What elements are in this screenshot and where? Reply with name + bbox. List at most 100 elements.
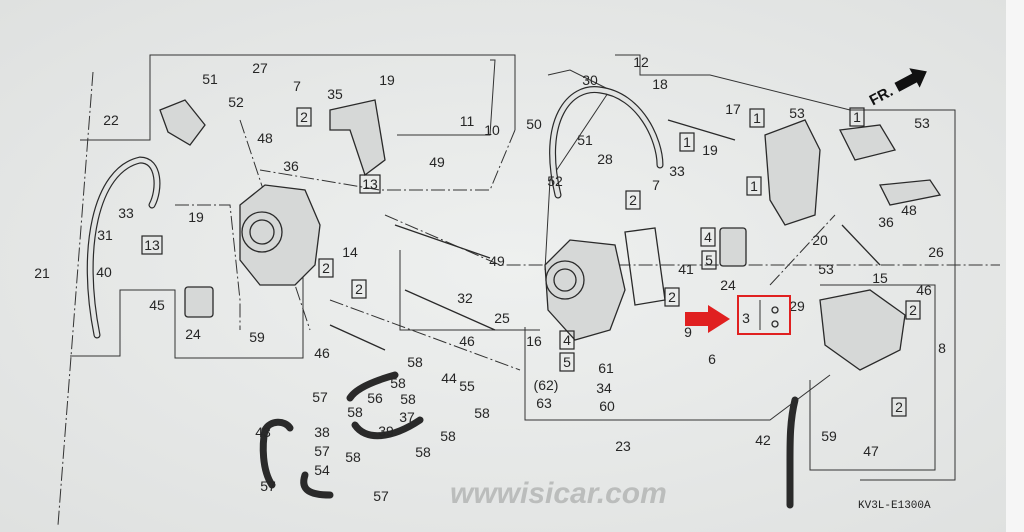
watermark: wwwisicar.com <box>450 477 667 510</box>
part-callout-58: 58 <box>400 391 416 407</box>
part-callout-15: 15 <box>872 270 888 286</box>
part-callout-47: 47 <box>863 443 879 459</box>
part-callout-14: 14 <box>342 244 358 260</box>
part-callout-22: 22 <box>103 112 119 128</box>
part-callout-12: 12 <box>633 54 649 70</box>
callout-box <box>318 258 334 278</box>
front-arrow-icon <box>894 68 927 92</box>
callout-box <box>141 235 163 255</box>
part-callout-18: 18 <box>652 76 668 92</box>
part-callout-53: 53 <box>914 115 930 131</box>
part-callout-10: 10 <box>484 122 500 138</box>
part-callout-1: 1 <box>853 109 861 125</box>
part-callout-58: 58 <box>345 449 361 465</box>
part-callout-35: 35 <box>327 86 343 102</box>
part-callout-57: 57 <box>260 478 276 494</box>
part-callout-13: 13 <box>362 176 378 192</box>
part-callout-51: 51 <box>202 71 218 87</box>
part-callout-59: 59 <box>821 428 837 444</box>
part-callout-39: 39 <box>378 423 394 439</box>
part-callout-34: 34 <box>596 380 612 396</box>
part-callout-13: 13 <box>144 237 160 253</box>
part-callout-1: 1 <box>750 178 758 194</box>
part-callout-2: 2 <box>909 302 917 318</box>
part-callout-62: (62) <box>534 377 559 393</box>
part-callout-19: 19 <box>379 72 395 88</box>
callout-box <box>559 352 575 372</box>
part-callout-58: 58 <box>347 404 363 420</box>
part-callout-5: 5 <box>563 354 571 370</box>
part-callout-46: 46 <box>314 345 330 361</box>
part-callout-58: 58 <box>390 375 406 391</box>
part-callout-2: 2 <box>355 281 363 297</box>
intake-joint <box>159 99 206 146</box>
part-callout-32: 32 <box>457 290 473 306</box>
part-callout-43: 43 <box>255 424 271 440</box>
part-callout-58: 58 <box>415 444 431 460</box>
part-callout-28: 28 <box>597 151 613 167</box>
part-callout-51: 51 <box>577 132 593 148</box>
part-callout-38: 38 <box>314 424 330 440</box>
part-callout-46: 46 <box>459 333 475 349</box>
part-callout-57: 57 <box>312 389 328 405</box>
part-callout-2: 2 <box>629 192 637 208</box>
part-callout-31: 31 <box>97 227 113 243</box>
callout-box <box>359 174 381 194</box>
part-callout-55: 55 <box>459 378 475 394</box>
part-callout-5: 5 <box>705 252 713 268</box>
part-callout-37: 37 <box>399 409 415 425</box>
part-callout-52: 52 <box>547 173 563 189</box>
part-callout-21: 21 <box>34 265 50 281</box>
part-callout-33: 33 <box>669 163 685 179</box>
diagram-code: KV3L-E1300A <box>858 500 931 512</box>
callout-box <box>749 108 765 128</box>
part-callout-3: 3 <box>742 310 750 326</box>
part-callout-24: 24 <box>720 277 736 293</box>
part-callout-2: 2 <box>300 109 308 125</box>
part-callout-52: 52 <box>228 94 244 110</box>
callout-box <box>664 287 680 307</box>
part-callout-25: 25 <box>494 310 510 326</box>
part-callout-54: 54 <box>314 462 330 478</box>
part-callout-36: 36 <box>878 214 894 230</box>
part-callout-11: 11 <box>460 113 475 129</box>
part-callout-27: 27 <box>252 60 268 76</box>
part-callout-20: 20 <box>812 232 828 248</box>
part-callout-60: 60 <box>599 398 615 414</box>
part-callout-29: 29 <box>789 298 805 314</box>
part-callout-45: 45 <box>149 297 165 313</box>
part-callout-17: 17 <box>725 101 741 117</box>
part-callout-33: 33 <box>118 205 134 221</box>
part-callout-40: 40 <box>96 264 112 280</box>
part-3-jet-icon <box>771 306 779 314</box>
group-parts <box>86 86 942 509</box>
part-callout-58: 58 <box>474 405 490 421</box>
part-callout-57: 57 <box>373 488 389 504</box>
part-callout-48: 48 <box>257 130 273 146</box>
part-callout-49: 49 <box>489 253 505 269</box>
part-callout-44: 44 <box>441 370 457 386</box>
part-callout-26: 26 <box>928 244 944 260</box>
part-callout-56: 56 <box>367 390 383 406</box>
part-callout-2: 2 <box>895 399 903 415</box>
part-callout-1: 1 <box>683 134 691 150</box>
part-callout-53: 53 <box>818 261 834 277</box>
part-callout-46: 46 <box>916 282 932 298</box>
callout-box <box>891 397 907 417</box>
part-callout-2: 2 <box>322 260 330 276</box>
part-callout-2: 2 <box>668 289 676 305</box>
callout-box <box>849 107 865 127</box>
callout-box <box>296 107 312 127</box>
part-callout-16: 16 <box>526 333 542 349</box>
part-callout-8: 8 <box>938 340 946 356</box>
callout-box <box>625 190 641 210</box>
part-callout-61: 61 <box>598 360 614 376</box>
part-callout-42: 42 <box>755 432 771 448</box>
part-callout-58: 58 <box>407 354 423 370</box>
part-callout-24: 24 <box>185 326 201 342</box>
part-callout-49: 49 <box>429 154 445 170</box>
part-callout-6: 6 <box>708 351 716 367</box>
part-callout-23: 23 <box>615 438 631 454</box>
highlight-box <box>737 295 791 335</box>
